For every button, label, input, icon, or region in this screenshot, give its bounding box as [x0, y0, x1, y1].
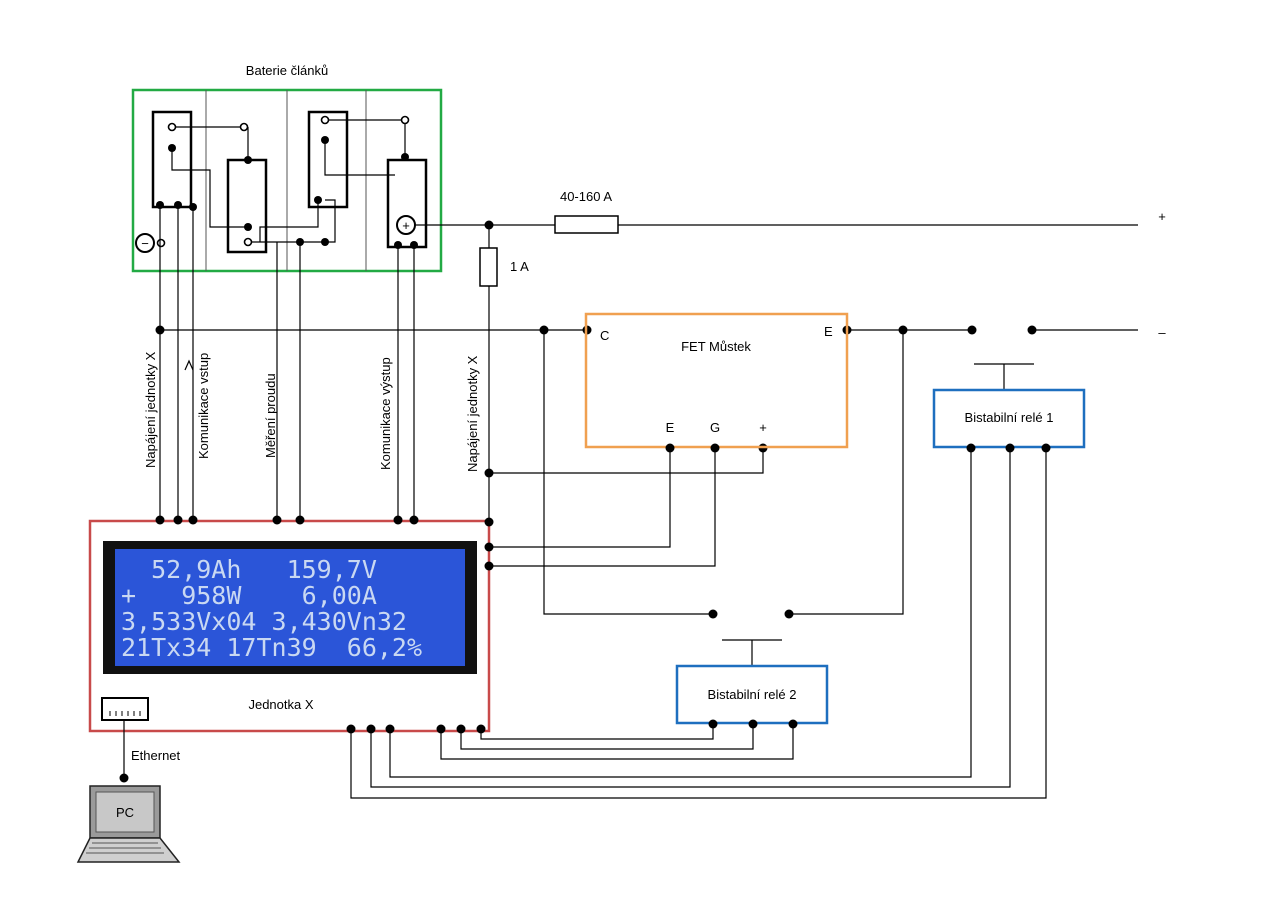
unit-frame: [88, 519, 491, 733]
battery-plus-terminal-icon: +: [396, 215, 416, 235]
ethernet-label: Ethernet: [131, 748, 181, 763]
wire-label-power-right: Napájení jednotky X: [465, 355, 480, 472]
fuse-main-icon: [554, 215, 619, 234]
relay-2: Bistabilní relé 2: [675, 639, 829, 729]
wire-label-comm-in: Komunikace vstup: [196, 353, 211, 459]
relay-1-title: Bistabilní relé 1: [965, 410, 1054, 425]
wire-label-power-left: Napájení jednotky X: [143, 351, 158, 468]
fet-title: FET Můstek: [681, 339, 751, 354]
lcd-screen: [115, 549, 465, 666]
unit-x: 52,9Ah 159,7V + 958W 6,00A 3,533Vx04 3,4…: [88, 515, 494, 734]
battery-minus-terminal-icon: −: [135, 233, 155, 253]
wire-label-comm-out: Komunikace výstup: [378, 357, 393, 470]
fuse-small-icon: [479, 247, 498, 287]
battery-pack: Baterie článků: [131, 63, 443, 273]
fet-pin-e: E: [666, 420, 675, 435]
ethernet-port-icon: [101, 697, 149, 721]
pc-label: PC: [116, 805, 134, 820]
lcd-line-4: 21Tx34 17Tn39 66,2%: [121, 633, 422, 662]
fet-pin-c: C: [600, 328, 609, 343]
arrow-up-icon: [184, 359, 194, 371]
lcd-line-2: + 958W 6,00A: [121, 581, 377, 610]
relay-2-title: Bistabilní relé 2: [708, 687, 797, 702]
fet-bridge: FET Můstek C E E G +: [584, 312, 849, 453]
minus-rail-label: –: [1158, 325, 1166, 340]
wire-label-current: Měření proudu: [263, 373, 278, 458]
fet-pin-e-top: E: [824, 324, 833, 339]
fet-pin-g: G: [710, 420, 720, 435]
relay-1: Bistabilní relé 1: [932, 363, 1086, 453]
svg-text:−: −: [141, 236, 149, 251]
lcd-line-3: 3,533Vx04 3,430Vn32: [121, 607, 407, 636]
cell-3: [307, 110, 349, 209]
lcd-line-1: 52,9Ah 159,7V: [121, 555, 377, 584]
fuse-main-label: 40-160 A: [560, 189, 612, 204]
fet-pin-plus: +: [759, 420, 767, 435]
fuse-small-label: 1 A: [510, 259, 529, 274]
cell-1: [151, 110, 193, 209]
unit-title: Jednotka X: [248, 697, 313, 712]
svg-text:+: +: [402, 218, 410, 233]
pc-laptop-icon: PC: [76, 785, 181, 863]
battery-title: Baterie článků: [246, 63, 328, 78]
plus-rail-label: +: [1158, 209, 1166, 224]
